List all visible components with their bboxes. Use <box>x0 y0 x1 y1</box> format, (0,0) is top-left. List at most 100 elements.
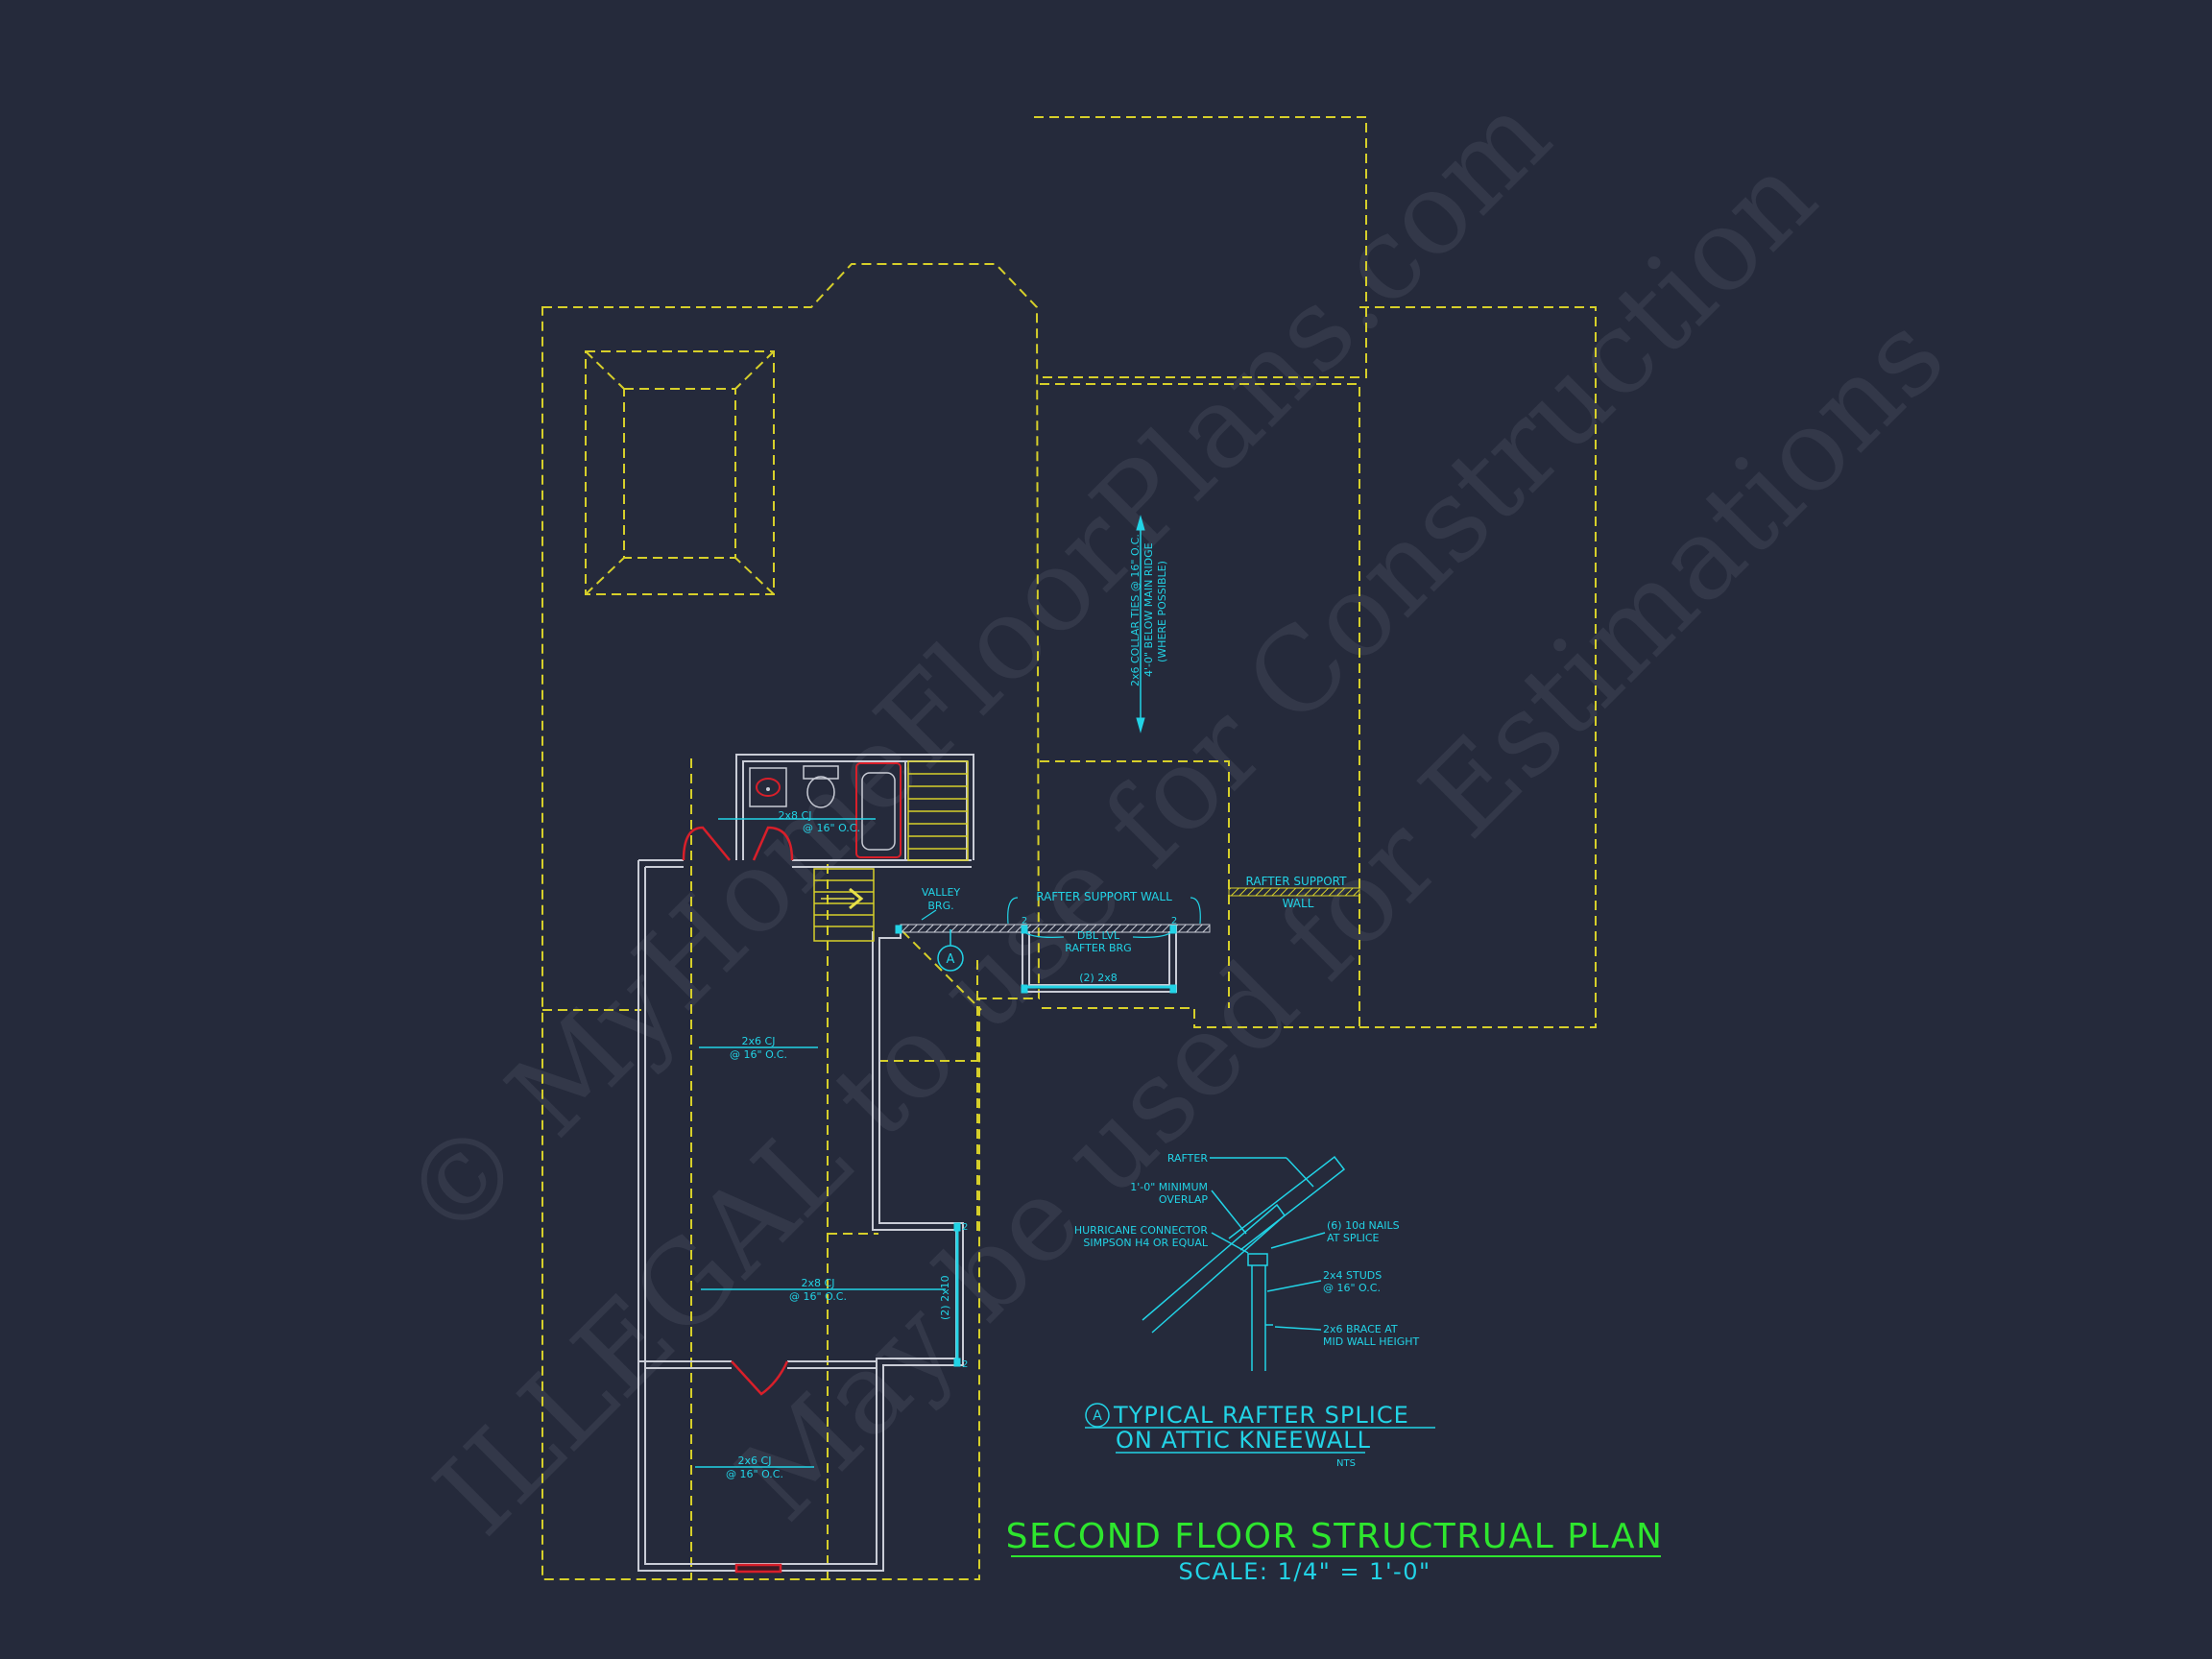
plan-scale: SCALE: 1/4" = 1'-0" <box>1178 1558 1431 1585</box>
toilet-icon <box>806 776 835 808</box>
collar-note-1: 2x6 COLLAR TIES @ 16" O.C. <box>1129 534 1142 686</box>
collar-note-3: (WHERE POSSIBLE) <box>1156 561 1168 662</box>
sink-icon <box>756 778 781 797</box>
detail-connector <box>1247 1253 1268 1266</box>
bearing-box-inner <box>1028 931 1170 986</box>
detail-leader-brace <box>1274 1326 1322 1331</box>
post-label-4: 2 <box>962 1359 968 1370</box>
post-1 <box>895 925 902 934</box>
door-swing-1 <box>682 826 731 861</box>
tub-inner <box>861 772 896 851</box>
sink-drain <box>766 787 770 791</box>
roof-outline-middle <box>1037 383 1360 1028</box>
rafter-support-wall-right <box>1228 887 1360 897</box>
cj-mid-label-2: @ 16" O.C. <box>730 1048 787 1061</box>
detail-title-line-1: TYPICAL RAFTER SPLICE <box>1113 1402 1409 1429</box>
post-3 <box>1169 925 1177 934</box>
detail-rafter-label: RAFTER <box>1167 1152 1209 1165</box>
detail-wall-stud <box>1251 1265 1266 1371</box>
detail-leader-studs <box>1266 1280 1322 1292</box>
rafter-support-right-label-2: WALL <box>1283 897 1314 910</box>
rafter-wall-leader-right <box>1190 897 1201 925</box>
valley-line <box>902 930 982 1011</box>
valley-label-2: BRG. <box>927 900 953 912</box>
post-6 <box>953 1222 961 1232</box>
rafter-support-wall-label: RAFTER SUPPORT WALL <box>1036 890 1172 903</box>
watermark: © MyHomeFloorPlans.com ILLEGAL to use fo… <box>376 69 1969 1560</box>
hip-4 <box>734 557 775 595</box>
detail-tag-circle <box>1085 1403 1110 1428</box>
detail-brace-label-1: 2x6 BRACE AT <box>1323 1323 1398 1335</box>
detail-nails-label-2: AT SPLICE <box>1327 1232 1380 1244</box>
door-swing-3 <box>731 1360 789 1396</box>
detail-brace-label-2: MID WALL HEIGHT <box>1323 1335 1420 1348</box>
detail-leader-hurricane <box>1211 1232 1249 1254</box>
detail-studs-label-2: @ 16" O.C. <box>1323 1282 1381 1294</box>
detail-tag-label: A <box>1093 1408 1102 1424</box>
rafter-wall-leader-left <box>1007 897 1019 925</box>
annotation-text: 2x6 COLLAR TIES @ 16" O.C. 4'-0" BELOW M… <box>726 534 1347 1480</box>
header-2x10-label: (2) 2x10 <box>939 1275 951 1320</box>
detail-leader-overlap <box>1211 1190 1247 1235</box>
cj-low-label-1: 2x8 CJ <box>802 1277 835 1289</box>
tub-icon <box>855 762 902 858</box>
valley-leader <box>921 909 937 921</box>
detail-leader-nails <box>1270 1232 1326 1249</box>
bearing-box <box>1022 925 1177 993</box>
roof-outlines <box>541 116 1597 1580</box>
post-4 <box>1021 984 1028 994</box>
skylight-outer <box>585 350 775 595</box>
header-2x8-label: (2) 2x8 <box>1079 972 1118 984</box>
detail-rafter-upper <box>1228 1155 1346 1251</box>
roof-outline-left <box>541 263 1041 1580</box>
watermark-line-2: ILLEGAL to use for Construction <box>410 130 1840 1560</box>
detail-nts-label: NTS <box>1336 1458 1356 1469</box>
door-swing-2 <box>752 826 794 861</box>
dbl-lvl-label-2: RAFTER BRG <box>1065 942 1131 954</box>
detail-hurricane-label-1: HURRICANE CONNECTOR <box>1074 1224 1209 1237</box>
section-tag-circle <box>937 945 964 972</box>
post-7 <box>953 1358 961 1367</box>
hip-1 <box>585 350 625 390</box>
detail-hurricane-label-2: SIMPSON H4 OR EQUAL <box>1083 1237 1208 1249</box>
window-bottom <box>734 1563 782 1574</box>
detail-overlap-label-1: 1'-0" MINIMUM <box>1130 1181 1208 1193</box>
collar-note-2: 4'-0" BELOW MAIN RIDGE <box>1142 542 1155 677</box>
cj-top-label-1: 2x8 CJ <box>779 809 812 822</box>
collar-arrow-top-icon <box>1136 515 1145 531</box>
stair-lower <box>813 868 875 942</box>
watermark-line-3: May be used for Estimations <box>712 289 1969 1546</box>
rafter-splice-detail: RAFTER 1'-0" MINIMUM OVERLAP HURRICANE C… <box>1074 1152 1435 1469</box>
cj-top-label-2: @ 16" O.C. <box>803 822 860 834</box>
valley-label-1: VALLEY <box>922 886 961 899</box>
section-tag-label: A <box>947 952 955 967</box>
stairs <box>813 760 969 942</box>
toilet-tank <box>803 765 839 780</box>
post-2 <box>1021 925 1028 934</box>
detail-nails-label-1: (6) 10d NAILS <box>1327 1219 1400 1232</box>
stair-arrow-icon <box>849 887 864 910</box>
rafter-support-right-label-1: RAFTER SUPPORT <box>1246 875 1348 888</box>
dbl-lvl-label-1: DBL LVL <box>1077 929 1120 942</box>
hip-3 <box>585 557 625 595</box>
detail-rafter-lower <box>1142 1203 1286 1334</box>
post-label-1: 2 <box>1022 916 1027 926</box>
cj-mid-label-1: 2x6 CJ <box>742 1035 776 1047</box>
collar-arrow-bottom-icon <box>1136 717 1145 733</box>
doors <box>682 826 794 1574</box>
rafter-support-wall <box>900 924 1211 933</box>
detail-overlap-label-2: OVERLAP <box>1159 1193 1208 1206</box>
post-5 <box>1169 984 1177 994</box>
skylight-inner <box>623 388 736 559</box>
roof-outline-middle-inner <box>1040 760 1230 1008</box>
annotations <box>695 515 1201 1468</box>
roof-outline-garage-top <box>1034 116 1367 378</box>
plan-title: SECOND FLOOR STRUCTRUAL PLAN <box>1006 1517 1664 1556</box>
detail-studs-label-1: 2x4 STUDS <box>1323 1269 1382 1282</box>
bath-fixtures <box>749 762 902 858</box>
post-label-2: 2 <box>1171 916 1177 926</box>
detail-title-line-2: ON ATTIC KNEEWALL <box>1116 1427 1371 1454</box>
title-block: SECOND FLOOR STRUCTRUAL PLAN SCALE: 1/4"… <box>1006 1517 1664 1585</box>
hip-2 <box>734 350 775 390</box>
